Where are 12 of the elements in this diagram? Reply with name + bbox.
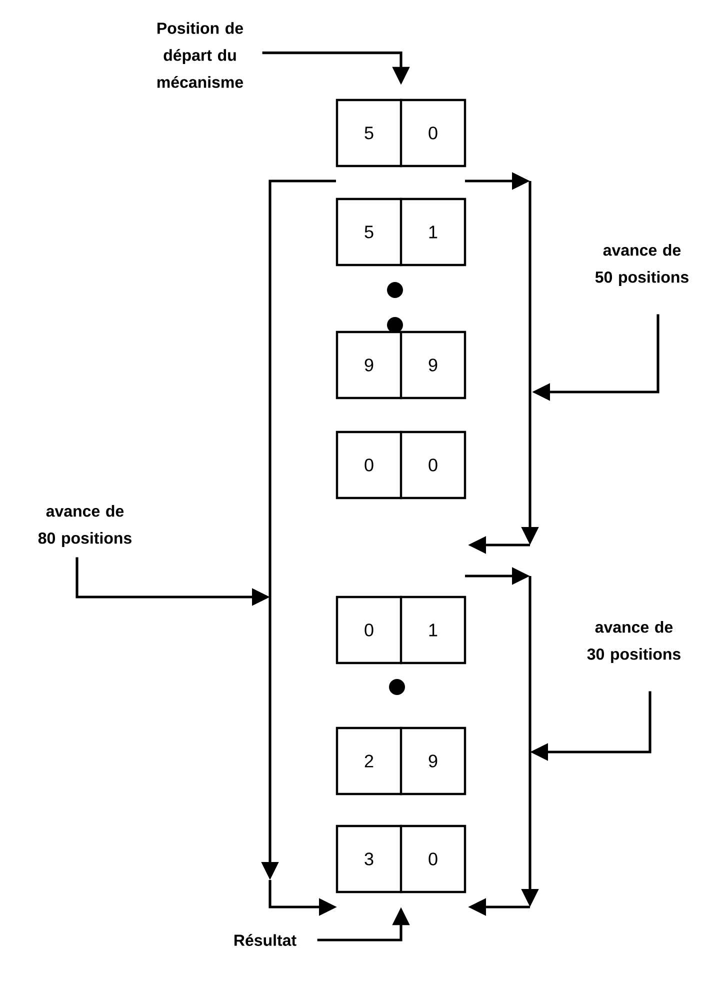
- counter-box: 3 0: [336, 824, 466, 894]
- counter-box: 0 0: [336, 430, 466, 500]
- counter-box: 2 9: [336, 726, 466, 796]
- caption-text: avance de 50 positions: [595, 244, 688, 286]
- counter-box: 5 0: [336, 98, 466, 168]
- counter-box: 9 9: [336, 330, 466, 400]
- caption-text: avance de 80 positions: [38, 505, 132, 547]
- counter-box: 5 1: [336, 198, 466, 266]
- counter-box: 0 1: [336, 596, 466, 664]
- caption-text: Position de départ du mécanisme: [157, 22, 244, 88]
- caption-text: Résultat: [234, 934, 296, 946]
- caption-text: avance de 30 positions: [587, 621, 680, 663]
